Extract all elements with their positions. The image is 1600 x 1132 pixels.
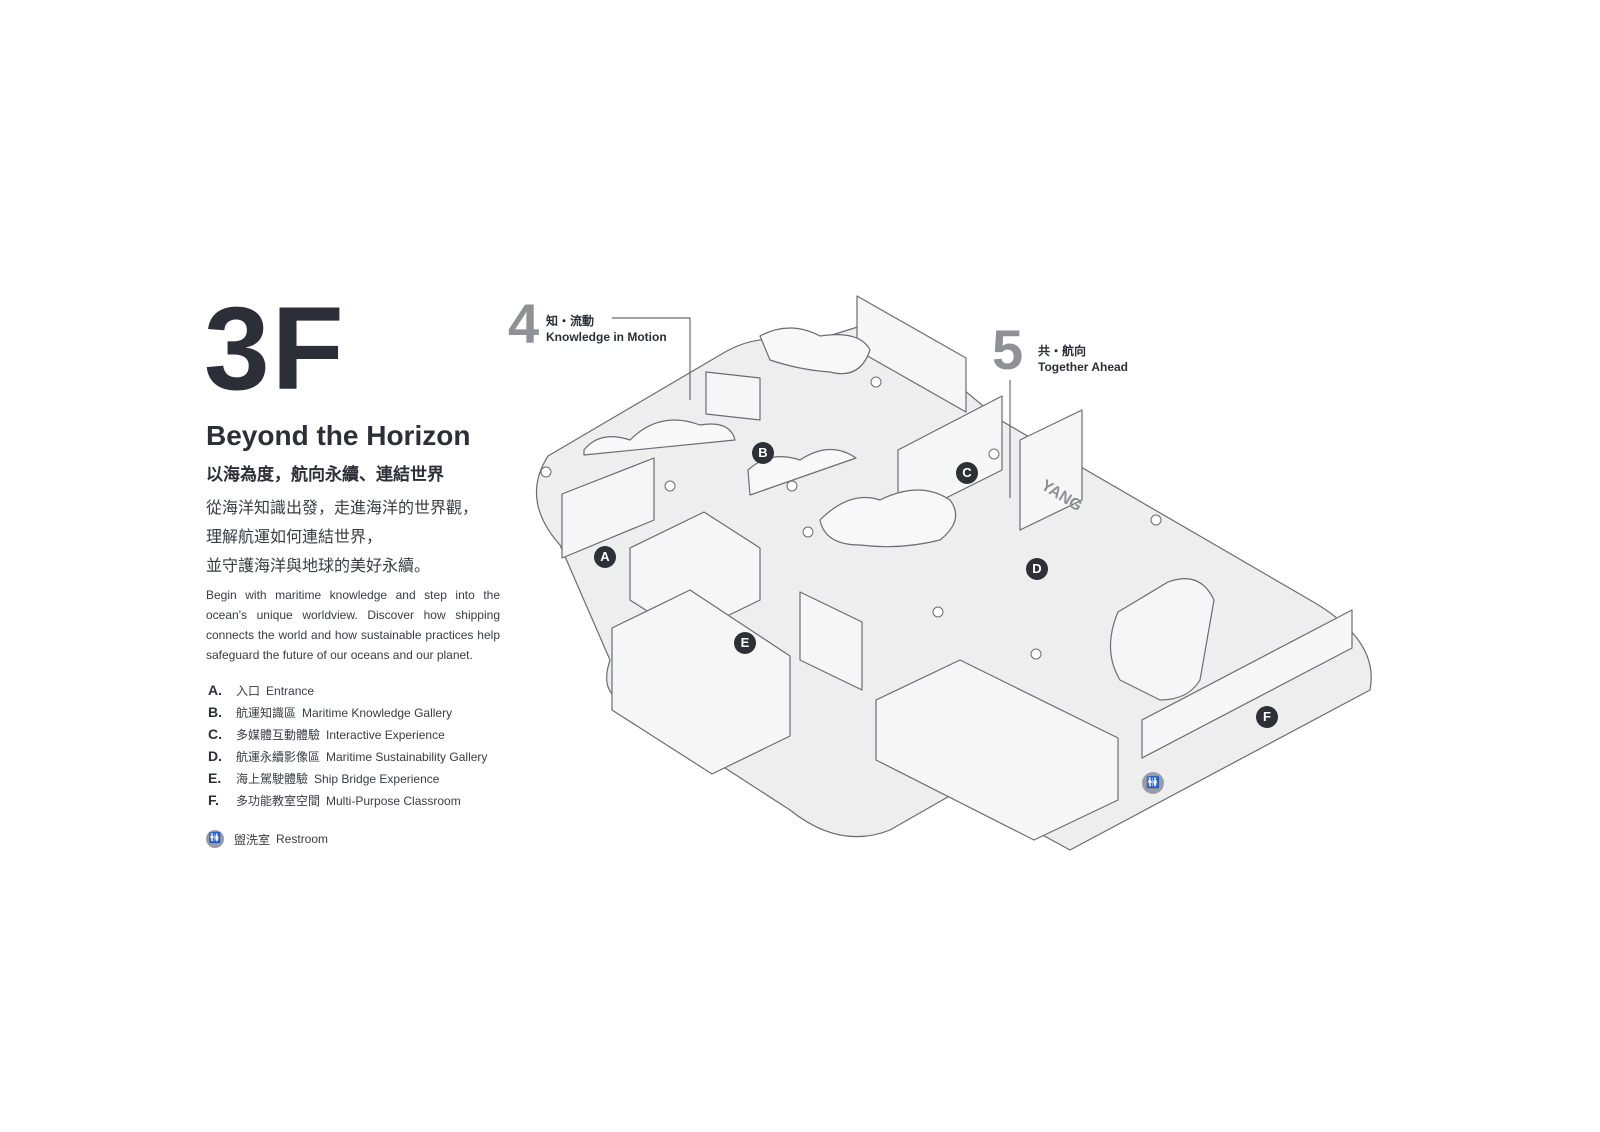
legend-en: Multi-Purpose Classroom — [326, 794, 461, 808]
zone-en: Together Ahead — [1038, 360, 1129, 374]
person-figure — [786, 480, 798, 492]
legend-item: D. 航運永續影像區 Maritime Sustainability Galle… — [208, 748, 528, 770]
person-figure — [664, 480, 676, 492]
legend-zh: 航運永續影像區 — [236, 750, 321, 764]
legend: A. 入口 Entrance B. 航運知識區 Maritime Knowled… — [208, 682, 528, 814]
title-zh: 以海為度，航向永續、連結世界 — [206, 465, 444, 484]
legend-zh: 入口 — [236, 684, 261, 698]
legend-zh: 海上駕駛體驗 — [236, 772, 309, 786]
person-figure — [540, 466, 552, 478]
legend-letter: C. — [208, 726, 222, 742]
title-en: Beyond the Horizon — [206, 420, 471, 451]
zone-number: 5 — [992, 318, 1024, 381]
legend-letter: A. — [208, 682, 222, 698]
stage — [1109, 578, 1215, 701]
legend-letter: E. — [208, 770, 222, 786]
marker-b[interactable]: B — [752, 442, 774, 464]
intro-zh-line: 並守護海洋與地球的美好永續。 — [206, 558, 431, 575]
legend-zh: 多媒體互動體驗 — [236, 728, 321, 742]
wall-panel — [856, 295, 967, 413]
cloud-table — [759, 327, 871, 375]
leader-line — [612, 317, 691, 400]
marker-e[interactable]: E — [734, 632, 756, 654]
legend-item: C. 多媒體互動體驗 Interactive Experience — [208, 726, 528, 748]
zone-number: 4 — [508, 292, 540, 355]
marker-c[interactable]: C — [956, 462, 978, 484]
person-figure — [802, 526, 814, 538]
zone-zh: 共・航向 — [1038, 344, 1087, 358]
legend-letter: D. — [208, 748, 222, 764]
wall-panel — [1141, 609, 1353, 759]
restroom-en: Restroom — [276, 832, 329, 846]
wall-panel — [1019, 409, 1083, 531]
legend-item: E. 海上駕駛體驗 Ship Bridge Experience — [208, 770, 528, 792]
intro-zh: 從海洋知識出發，走進海洋的世界觀， 理解航運如何連結世界， 並守護海洋與地球的美… — [206, 494, 506, 581]
person-figure — [932, 606, 944, 618]
legend-letter: B. — [208, 704, 222, 720]
legend-en: Ship Bridge Experience — [314, 772, 440, 786]
legend-en: Entrance — [266, 684, 315, 698]
restroom-marker-icon[interactable]: 🚻 — [1142, 772, 1164, 794]
legend-item: F. 多功能教室空間 Multi-Purpose Classroom — [208, 792, 528, 814]
cloud-table — [819, 489, 957, 548]
legend-item: B. 航運知識區 Maritime Knowledge Gallery — [208, 704, 528, 726]
legend-zh: 航運知識區 — [236, 706, 297, 720]
marker-f[interactable]: F — [1256, 706, 1278, 728]
restroom-zh: 盥洗室 — [234, 832, 271, 847]
legend-en: Maritime Knowledge Gallery — [302, 706, 453, 720]
wall-panel — [705, 371, 761, 421]
person-figure — [870, 376, 882, 388]
room-block — [799, 591, 863, 691]
legend-zh: 多功能教室空間 — [236, 794, 321, 808]
cloud-table — [583, 419, 736, 456]
legend-en: Maritime Sustainability Gallery — [326, 750, 488, 764]
restroom-icon: 🚻 — [206, 830, 224, 848]
zone-zh: 知・流動 — [546, 314, 595, 328]
restroom-legend: 🚻 盥洗室 Restroom — [206, 830, 328, 848]
intro-zh-line: 從海洋知識出發，走進海洋的世界觀， — [206, 500, 479, 517]
intro-en: Begin with maritime knowledge and step i… — [206, 588, 500, 662]
legend-en: Interactive Experience — [326, 728, 445, 742]
person-figure — [988, 448, 1000, 460]
marker-d[interactable]: D — [1026, 558, 1048, 580]
room-block — [561, 457, 655, 559]
floor-number: 3F — [204, 283, 346, 415]
legend-item: A. 入口 Entrance — [208, 682, 528, 704]
intro-zh-line: 理解航運如何連結世界， — [206, 529, 383, 546]
marker-a[interactable]: A — [594, 546, 616, 568]
person-figure — [1030, 648, 1042, 660]
person-figure — [1150, 514, 1162, 526]
zone-en: Knowledge in Motion — [546, 330, 667, 344]
legend-letter: F. — [208, 792, 219, 808]
room-block — [875, 659, 1119, 841]
